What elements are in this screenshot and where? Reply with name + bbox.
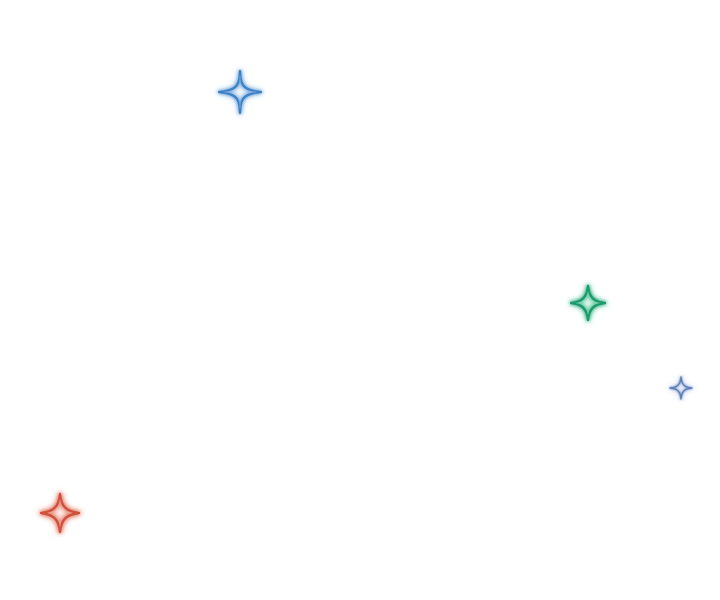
small-star-sparkle-icon	[669, 376, 693, 400]
blue-cross-sparkle-icon	[217, 69, 263, 115]
green-star-sparkle-icon	[569, 284, 607, 322]
red-star-sparkle-icon	[39, 492, 81, 534]
